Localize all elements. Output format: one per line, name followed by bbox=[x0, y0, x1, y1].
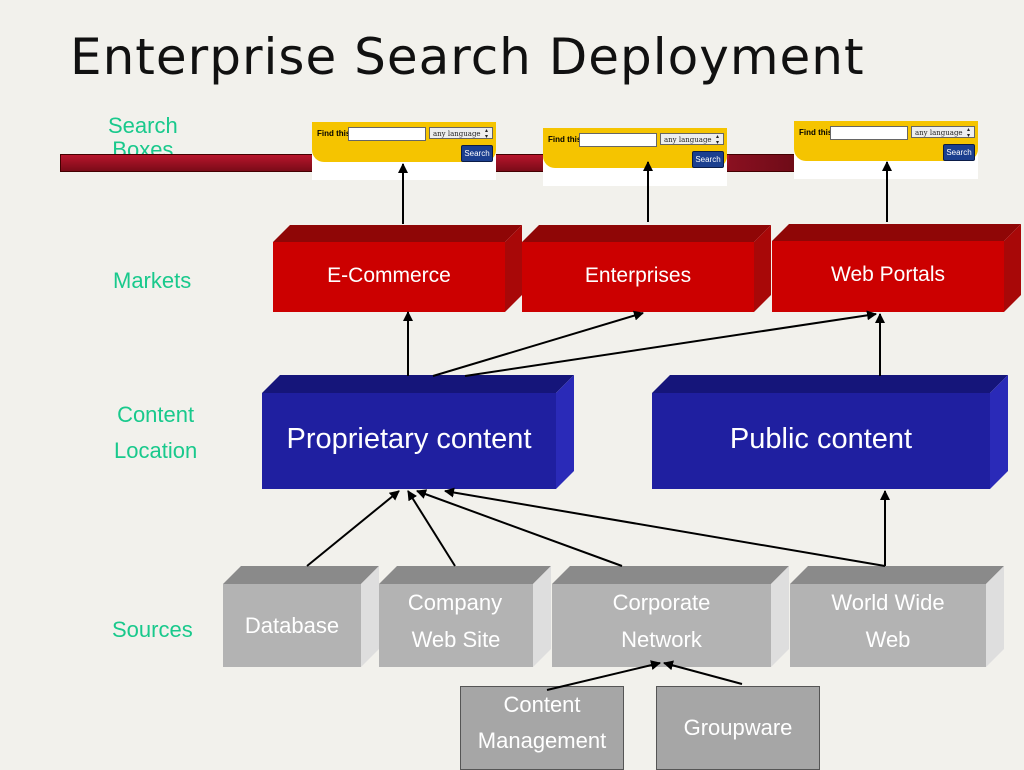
language-select[interactable]: any language bbox=[911, 126, 975, 139]
row-label-sources: Sources bbox=[112, 617, 193, 642]
source-box-corporate-network: Corporate Network bbox=[552, 566, 789, 667]
market-label: Web Portals bbox=[831, 263, 945, 286]
content-box-proprietary: Proprietary content bbox=[262, 375, 574, 489]
subsource-label-line: Groupware bbox=[683, 715, 793, 740]
arrow-www-to-proprietary bbox=[444, 487, 886, 567]
language-select[interactable]: any language bbox=[660, 133, 724, 146]
market-label: Enterprises bbox=[584, 264, 692, 287]
source-label: Corporate Network bbox=[552, 584, 771, 667]
row-label-markets: Markets bbox=[113, 268, 192, 293]
source-box-world-wide-web: World Wide Web bbox=[790, 566, 1004, 667]
source-label-line: World Wide bbox=[831, 590, 945, 615]
row-label-content-location: Content Location bbox=[114, 397, 197, 469]
market-label: E-Commerce bbox=[327, 264, 451, 287]
arrow-database-to-proprietary bbox=[306, 490, 400, 567]
content-box-public: Public content bbox=[652, 375, 1008, 489]
row-label-content-location-line2: Location bbox=[114, 438, 198, 463]
source-label-line: Database bbox=[244, 613, 340, 638]
arrow-corporate-network-to-proprietary bbox=[416, 489, 623, 567]
source-label: World Wide Web bbox=[790, 584, 986, 667]
source-label-line: Web Site bbox=[411, 627, 501, 652]
row-label-content-location-line1: Content bbox=[117, 402, 195, 427]
search-input[interactable] bbox=[830, 126, 908, 140]
source-label-line: Corporate bbox=[612, 590, 711, 615]
source-label-line: Network bbox=[621, 627, 702, 652]
row-label-search-boxes-line1: Search bbox=[108, 113, 178, 138]
source-box-database: Database bbox=[223, 566, 379, 667]
find-label: Find this: bbox=[548, 135, 584, 144]
search-button[interactable]: Search bbox=[943, 144, 975, 161]
subsource-box-content-management: Content Management bbox=[460, 686, 624, 770]
market-box-web-portals: Web Portals bbox=[772, 224, 1021, 312]
search-input[interactable] bbox=[579, 133, 657, 147]
arrow-proprietary-to-enterprises bbox=[432, 310, 644, 377]
arrow-groupware-to-corporate-network bbox=[663, 660, 743, 685]
source-box-company-web-site: Company Web Site bbox=[379, 566, 551, 667]
source-label-line: Web bbox=[865, 627, 911, 652]
search-button[interactable]: Search bbox=[692, 151, 724, 168]
arrow-content-mgmt-to-corporate-network bbox=[546, 660, 661, 691]
subsource-label-line: Management bbox=[477, 728, 607, 753]
search-box-enterprises: Find this: any language Search bbox=[543, 128, 727, 186]
subsource-label-line: Content bbox=[503, 692, 581, 717]
arrow-company-site-to-proprietary bbox=[407, 490, 456, 567]
market-box-ecommerce: E-Commerce bbox=[273, 225, 522, 312]
arrow-proprietary-to-portals bbox=[464, 310, 877, 377]
content-label: Proprietary content bbox=[286, 423, 532, 455]
source-label-line: Company bbox=[407, 590, 503, 615]
search-input[interactable] bbox=[348, 127, 426, 141]
find-label: Find this: bbox=[799, 128, 835, 137]
language-select[interactable]: any language bbox=[429, 127, 493, 140]
source-label: Company Web Site bbox=[379, 584, 533, 667]
market-box-enterprises: Enterprises bbox=[522, 225, 771, 312]
find-label: Find this: bbox=[317, 129, 353, 138]
search-box-ecommerce: Find this: any language Search bbox=[312, 122, 496, 180]
content-label: Public content bbox=[729, 423, 913, 455]
source-label: Database bbox=[223, 584, 361, 667]
slide-title: Enterprise Search Deployment bbox=[70, 28, 865, 86]
search-button[interactable]: Search bbox=[461, 145, 493, 162]
